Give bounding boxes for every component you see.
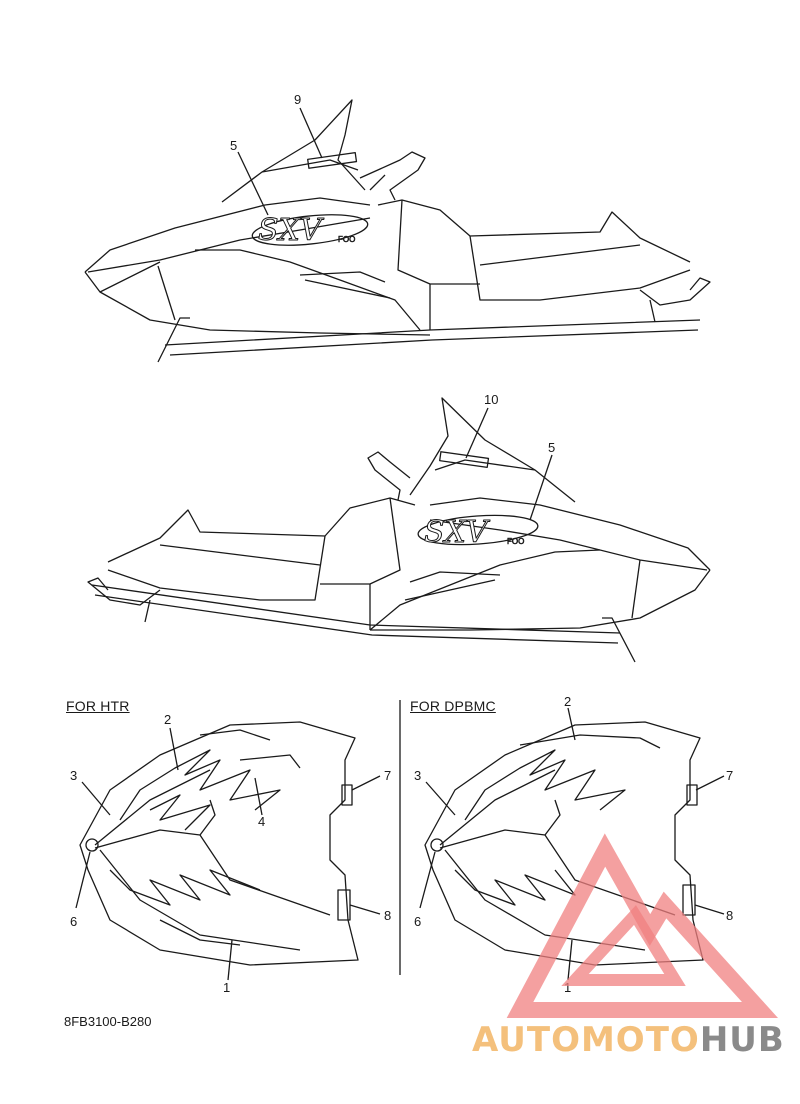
sxv-decal-middle: SXV FOO bbox=[417, 515, 539, 551]
sxv-suffix-middle: FOO bbox=[507, 537, 524, 546]
panel-title-dpbmc: FOR DPBMC bbox=[410, 698, 496, 714]
callout-htr-8: 8 bbox=[384, 908, 391, 923]
callout-dpbmc-2: 2 bbox=[564, 694, 571, 709]
callout-dpbmc-8: 8 bbox=[726, 908, 733, 923]
callout-htr-2: 2 bbox=[164, 712, 171, 727]
hood-front-view-htr bbox=[79, 721, 359, 966]
watermark-text-primary: AUTOMOTO bbox=[472, 1020, 700, 1060]
panel-title-htr: FOR HTR bbox=[66, 698, 130, 714]
callout-htr-6: 6 bbox=[70, 914, 77, 929]
callout-dpbmc-1: 1 bbox=[564, 980, 571, 995]
callout-htr-3: 3 bbox=[70, 768, 77, 783]
callout-numbers: 9 5 10 5 2 3 4 7 6 8 1 2 3 7 6 8 1 bbox=[70, 92, 733, 995]
callout-htr-7: 7 bbox=[384, 768, 391, 783]
callout-10: 10 bbox=[484, 392, 498, 407]
sxv-suffix-top: FOO bbox=[338, 235, 355, 244]
callout-htr-1: 1 bbox=[223, 980, 230, 995]
watermark-logo-icon bbox=[506, 833, 779, 1018]
callout-9: 9 bbox=[294, 92, 301, 107]
callout-dpbmc-3: 3 bbox=[414, 768, 421, 783]
watermark-brand: AUTOMOTOHUB bbox=[472, 1020, 785, 1060]
sxv-logo-text-middle: SXV bbox=[424, 515, 491, 550]
sxv-logo-text-top: SXV bbox=[258, 213, 325, 248]
callout-5-top: 5 bbox=[230, 138, 237, 153]
callout-dpbmc-6: 6 bbox=[414, 914, 421, 929]
sxv-decal-top: SXV FOO bbox=[251, 213, 369, 249]
reference-code: 8FB3100-B280 bbox=[64, 1014, 152, 1029]
callout-5-middle: 5 bbox=[548, 440, 555, 455]
callout-dpbmc-7: 7 bbox=[726, 768, 733, 783]
hood-front-view-dpbmc bbox=[424, 721, 704, 966]
watermark-text-secondary: HUB bbox=[699, 1020, 785, 1060]
snowmobile-side-view-right bbox=[87, 397, 711, 663]
snowmobile-side-view-left bbox=[84, 99, 711, 363]
callout-htr-4: 4 bbox=[258, 814, 265, 829]
